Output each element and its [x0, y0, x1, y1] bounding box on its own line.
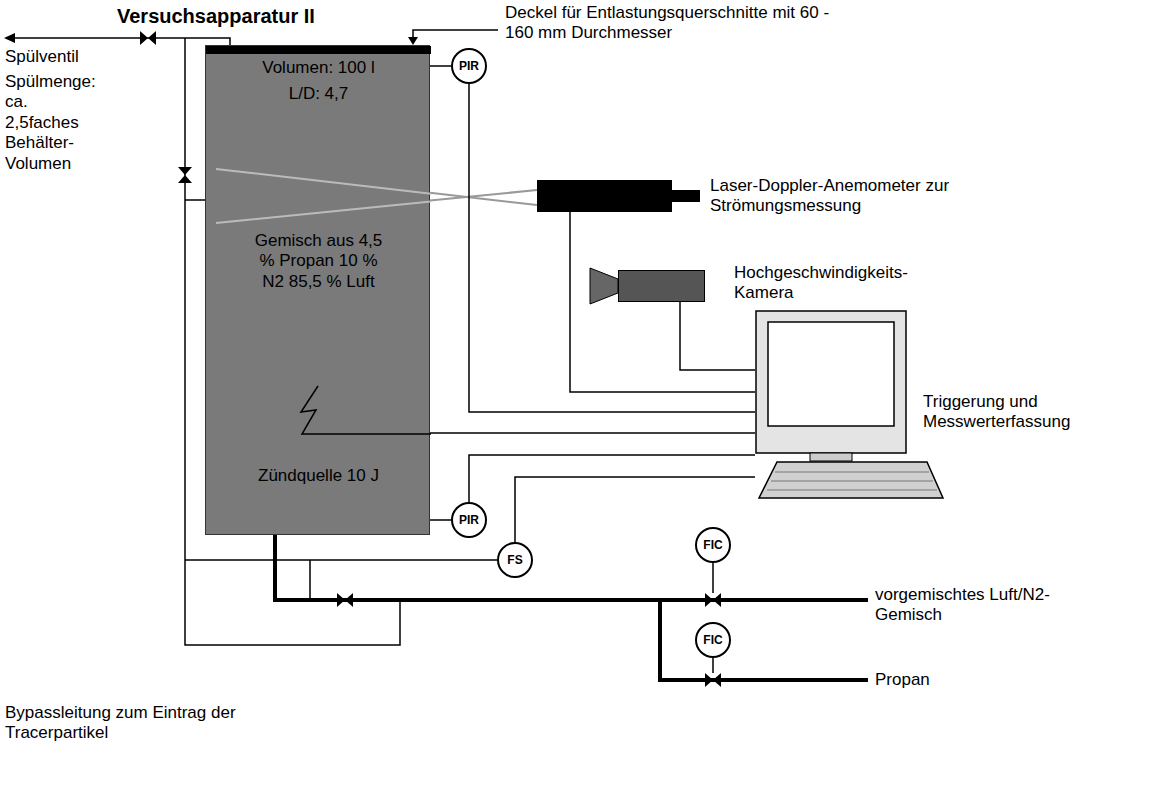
purge-line [8, 38, 230, 45]
instrument-tag: FIC [703, 633, 722, 647]
node-text: Zündquelle 10 J [206, 466, 431, 486]
annotation-label: Spülventil [5, 47, 175, 67]
node-text: L/D: 4,7 [206, 84, 431, 104]
signal-line-path [430, 432, 755, 434]
gas-pipe [275, 535, 868, 680]
signal-line [570, 212, 755, 392]
annotation-label: Spülmenge: ca. 2,5faches Behälter-Volume… [5, 72, 103, 174]
node-text: Hochgeschwindigkeits- Kamera [734, 263, 934, 304]
instrument-tag: PIR [459, 59, 479, 73]
signal-line [680, 302, 755, 370]
pressure-indicator: PIR [451, 502, 487, 538]
valve-symbol [178, 167, 192, 183]
signal-line [469, 455, 755, 502]
annotation-label: Propan [875, 670, 1025, 690]
signal-line [430, 66, 451, 67]
diagram-title: Versuchsapparatur II [117, 4, 315, 28]
signal-line-path [570, 212, 755, 392]
leader-line [413, 30, 498, 39]
laser-beam [430, 190, 537, 205]
annotation-label: Deckel für Entlastungsquerschnitte mit 6… [505, 3, 835, 44]
pressure-vessel: Volumen: 100 l L/D: 4,7Gemisch aus 4,5 % … [205, 45, 430, 535]
laser-doppler-anemometer: Laser-Doppler-Anemometer zur Strömungsme… [537, 180, 672, 212]
laser-beam [216, 169, 431, 223]
signal-line-path [430, 65, 451, 67]
ignition-spark [301, 386, 431, 434]
computer-drawing [755, 310, 945, 502]
signal-line-path [469, 84, 755, 412]
signal-line-path [430, 519, 451, 521]
flow-controller: FIC [695, 622, 731, 658]
instrument-tag: PIR [459, 513, 479, 527]
flow-switch-line [185, 560, 497, 600]
node-text: Laser-Doppler-Anemometer zur Strömungsme… [710, 176, 1010, 217]
signal-line [469, 84, 755, 412]
annotation-label: vorgemischtes Luft/N2-Gemisch [875, 585, 1075, 626]
arrow-head [408, 37, 418, 45]
arrow-head [4, 33, 15, 43]
pressure-indicator: PIR [451, 48, 487, 84]
signal-line-path [469, 455, 755, 502]
vessel-decor [206, 46, 431, 536]
camera-lens [590, 268, 618, 304]
valve-symbol [337, 593, 353, 607]
signal-line [430, 520, 451, 521]
valve-symbol [140, 31, 156, 45]
node-text: Gemisch aus 4,5 % Propan 10 % N2 85,5 % … [253, 231, 384, 292]
flow-controller: FIC [695, 527, 731, 563]
signal-line-path [680, 302, 755, 370]
node-text: Triggerung und Messwerterfassung [923, 392, 1153, 433]
node-text: Volumen: 100 l [206, 58, 431, 78]
flow-switch: FS [497, 542, 533, 578]
high-speed-camera: Hochgeschwindigkeits- Kamera [618, 270, 705, 302]
signal-line [430, 433, 755, 434]
valve-symbol [705, 593, 721, 607]
instrument-tag: FS [507, 553, 522, 567]
laser-nozzle [672, 190, 700, 202]
instrument-tag: FIC [703, 538, 722, 552]
inlet-line [185, 199, 205, 201]
vessel-lid [206, 46, 431, 54]
annotation-label: Bypassleitung zum Eintrag der Tracerpart… [5, 703, 305, 744]
computer: Triggerung und Messwerterfassung [755, 310, 945, 502]
valve-symbol [705, 673, 721, 687]
